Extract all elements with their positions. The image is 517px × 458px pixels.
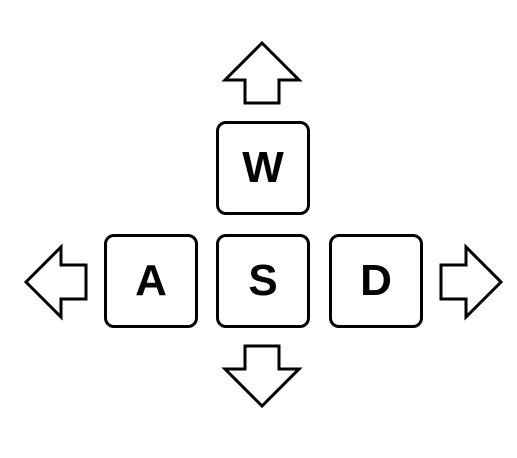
w-key: W bbox=[216, 121, 310, 215]
s-key-label: S bbox=[248, 256, 278, 305]
s-key: S bbox=[216, 234, 310, 328]
w-key-label: W bbox=[242, 143, 284, 192]
d-key-label: D bbox=[360, 256, 392, 305]
right-arrow-icon bbox=[439, 243, 504, 321]
left-arrow-icon bbox=[23, 243, 88, 321]
d-key: D bbox=[329, 234, 423, 328]
a-key-label: A bbox=[135, 256, 167, 305]
a-key: A bbox=[104, 234, 198, 328]
down-arrow-icon bbox=[221, 344, 303, 409]
up-arrow-icon bbox=[221, 40, 303, 105]
